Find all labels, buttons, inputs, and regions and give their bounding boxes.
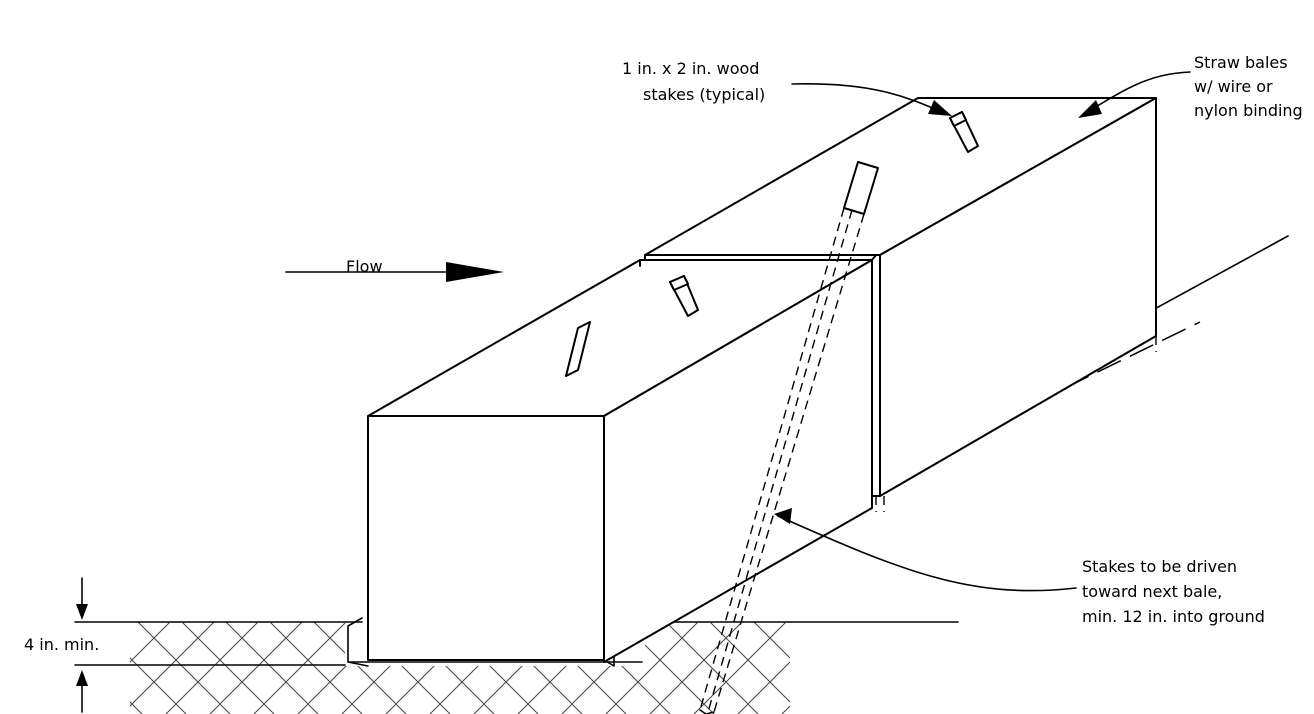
- driven-stake: [699, 161, 879, 714]
- label-stakes-line1: 1 in. x 2 in. wood: [622, 59, 759, 78]
- label-driven-line2: toward next bale,: [1082, 582, 1222, 601]
- label-bales-line3: nylon binding: [1194, 101, 1303, 120]
- label-bales-line1: Straw bales: [1194, 53, 1288, 72]
- label-driven-line1: Stakes to be driven: [1082, 557, 1237, 576]
- label-depth: 4 in. min.: [24, 635, 99, 654]
- leader-driven: [774, 508, 1077, 592]
- wood-stakes-top: [565, 111, 979, 377]
- leader-bales: [1078, 71, 1191, 118]
- label-flow: Flow: [346, 257, 383, 276]
- leader-stakes: [791, 83, 952, 116]
- label-stakes-line2: stakes (typical): [643, 85, 765, 104]
- label-driven-line3: min. 12 in. into ground: [1082, 607, 1265, 626]
- straw-bale-front: [367, 254, 877, 663]
- depth-dimension: [76, 577, 88, 713]
- flow-arrow: [285, 262, 504, 282]
- label-bales-line2: w/ wire or: [1194, 77, 1273, 96]
